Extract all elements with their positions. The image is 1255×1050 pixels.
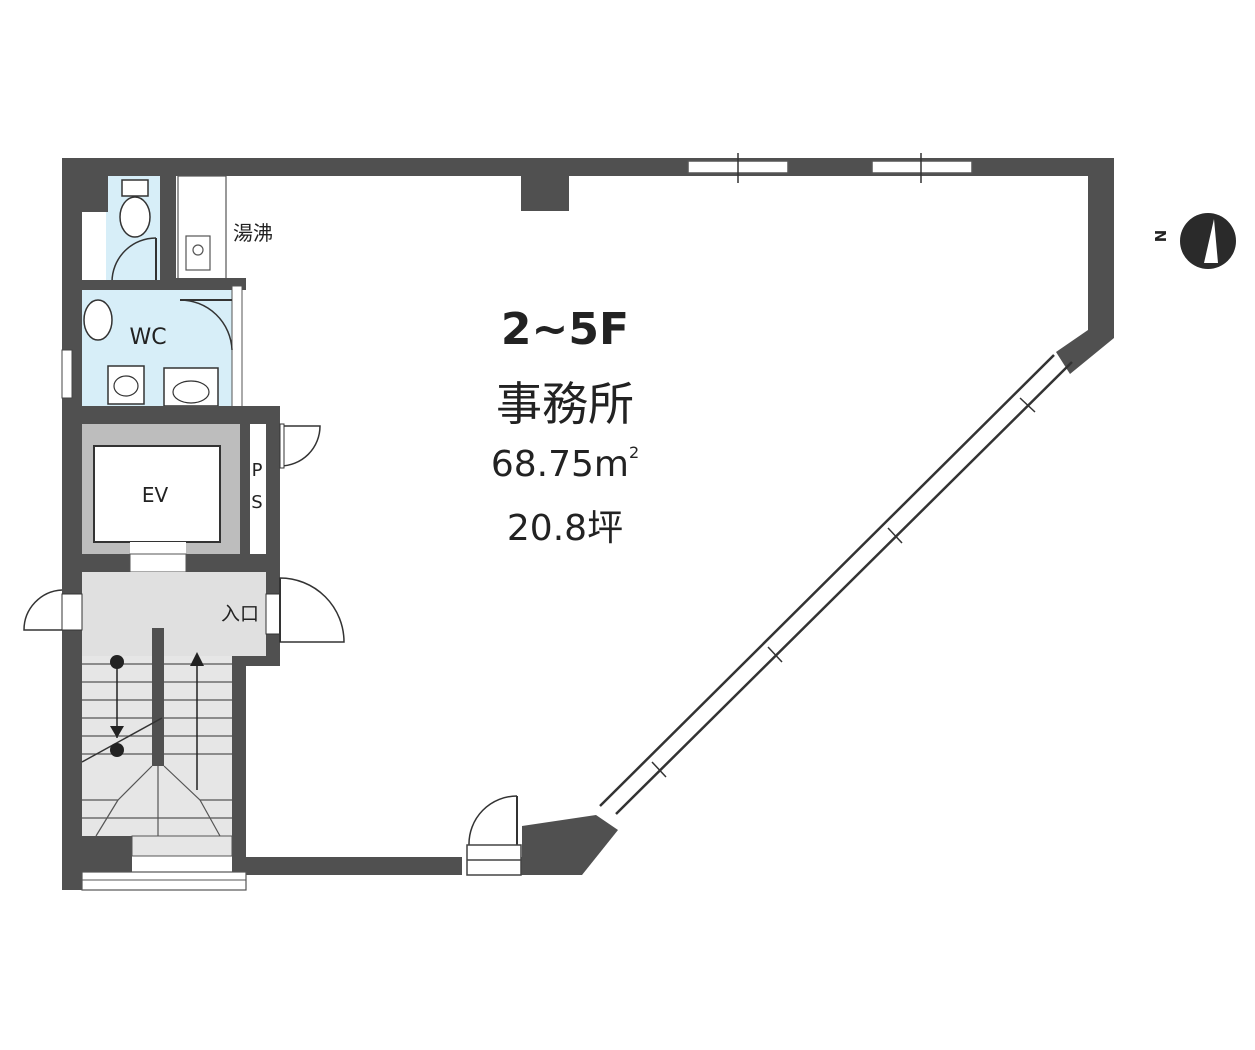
label-area-tsubo: 20.8坪 (507, 508, 623, 549)
entrance-hall (82, 572, 266, 656)
wall-diagonal-outer (615, 361, 1073, 815)
stair-landing (82, 765, 232, 837)
wall-diagonal-inner (599, 354, 1055, 807)
area-unit-sup: 2 (629, 443, 639, 462)
wall-right (1056, 158, 1114, 374)
compass-north-label: N (1151, 230, 1169, 243)
wall-left (62, 158, 82, 890)
wash-basin-icon-2 (172, 380, 210, 404)
stair-up-arrow-icon (190, 652, 204, 666)
wash-basin-icon (113, 375, 139, 397)
wall-corner-bottom-right (522, 815, 618, 875)
label-ev: EV (142, 483, 169, 507)
compass: N (1151, 213, 1236, 269)
pipe-shaft (250, 424, 266, 556)
office-floor (82, 175, 1088, 862)
side-door (23, 589, 63, 631)
area-unit: m (594, 444, 629, 485)
stair-down-arrow-icon (110, 726, 124, 738)
wall-bottom (245, 857, 462, 875)
label-ps-bottom: S (251, 492, 262, 513)
label-ps-top: P (252, 460, 263, 481)
urinal-icon (83, 299, 113, 341)
label-room-type: 事務所 (496, 377, 634, 431)
area-value: 68.75 (491, 444, 594, 485)
window-top-2 (871, 160, 973, 174)
toilet-icon (119, 196, 151, 238)
label-floor: 2~5F (501, 304, 629, 355)
label-kitchenette: 湯沸 (233, 221, 273, 245)
pillar-top (521, 174, 569, 211)
label-entrance: 入口 (221, 603, 259, 625)
entrance-door (279, 577, 345, 643)
elevator-car (93, 445, 221, 543)
label-wc: WC (129, 325, 166, 350)
compass-icon (1180, 213, 1236, 269)
sink-icon (192, 244, 204, 256)
label-area-m2: 68.75m2 (491, 443, 639, 485)
wall-top (62, 158, 1114, 176)
